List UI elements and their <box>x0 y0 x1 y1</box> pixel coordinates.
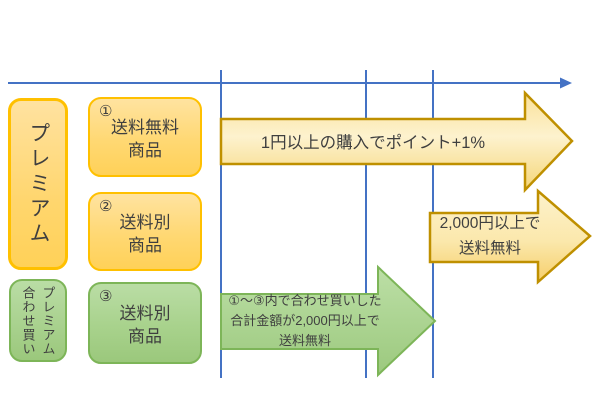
combo-free-shipping-arrow-label: ①〜③内で合わせ買いした 合計金額が2,000円以上で 送料無料 <box>228 292 382 349</box>
points-bonus-arrow-label: 1円以上の購入でポイント+1% <box>260 133 486 152</box>
premium-combo-label-left: 合わせ買い <box>20 285 36 356</box>
product-card-2-shipping-extra: ② 送料別 商品 <box>88 192 202 271</box>
free-shipping-arrow-label: 2,000円以上で 送料無料 <box>439 215 541 257</box>
points-bonus-arrow <box>219 89 574 194</box>
axis-arrowhead-icon <box>560 77 572 89</box>
product-number-3: ③ <box>99 288 113 305</box>
product-label-2: 送料別 商品 <box>119 212 171 255</box>
product-card-1-free-shipping: ① 送料無料 商品 <box>88 97 202 177</box>
premium-label-box: プレミアム <box>8 98 68 270</box>
product-number-2: ② <box>99 198 113 215</box>
product-label-1: 送料無料 商品 <box>111 118 179 160</box>
combo-free-shipping-arrow <box>220 264 437 378</box>
premium-combo-label-box: プレミアム 合わせ買い <box>9 279 67 362</box>
premium-combo-label-right: プレミアム <box>40 285 56 356</box>
product-card-3-shipping-extra: ③ 送料別 商品 <box>88 282 202 364</box>
premium-label: プレミアム <box>27 121 50 247</box>
product-label-3: 送料別 商品 <box>119 304 171 346</box>
free-shipping-arrow <box>428 188 592 285</box>
product-number-1: ① <box>99 103 113 120</box>
